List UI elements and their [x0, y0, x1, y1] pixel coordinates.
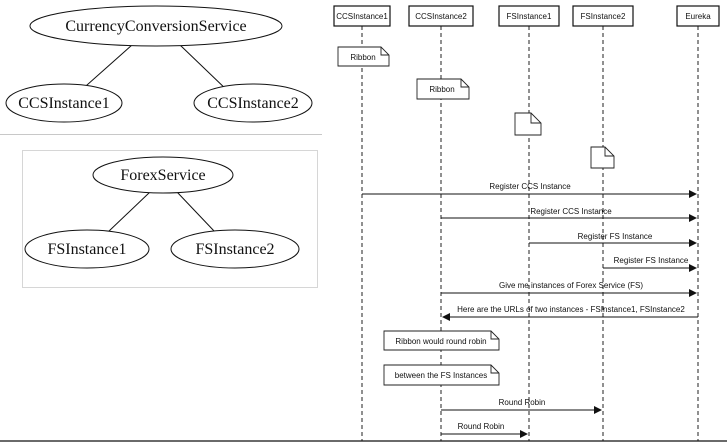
message: Register FS Instance	[529, 232, 697, 247]
note-text: Ribbon would round robin	[395, 337, 486, 346]
tree-root-node	[29, 5, 283, 47]
tree-root-label: ForexService	[120, 167, 205, 184]
note: Ribbon would round robin	[383, 330, 500, 351]
section-divider	[0, 134, 322, 135]
participant-label: CCSInstance1	[336, 12, 388, 21]
currency-tree: CurrencyConversionService CCSInstance1 C…	[5, 5, 313, 123]
note: between the FS Instances	[383, 364, 500, 386]
tree-root-node	[92, 156, 234, 194]
participant-box	[572, 5, 634, 27]
message-label: Register CCS Instance	[489, 182, 571, 191]
messages: Register CCS Instance Register CCS Insta…	[362, 182, 698, 438]
tree-edge	[176, 191, 216, 233]
message-label: Register FS Instance	[578, 232, 653, 241]
note-text: Ribbon	[429, 85, 454, 94]
tree-child-node	[193, 83, 313, 123]
participants: CCSInstance1 CCSInstance2 FSInstance1 FS…	[333, 5, 720, 27]
message: Give me instances of Forex Service (FS)	[441, 281, 697, 297]
tree-child-label: FSInstance2	[195, 241, 274, 258]
tree-child-label: FSInstance1	[47, 241, 126, 258]
note	[514, 112, 542, 136]
tree-child-node	[24, 229, 150, 269]
note-text: Ribbon	[350, 53, 375, 62]
participant-box	[498, 5, 560, 27]
note-text: between the FS Instances	[395, 371, 488, 380]
forex-tree-frame	[22, 150, 318, 288]
message: Round Robin	[441, 422, 528, 438]
note: Ribbon	[416, 78, 470, 100]
tree-child-label: CCSInstance1	[18, 95, 110, 112]
message-label: Give me instances of Forex Service (FS)	[499, 281, 643, 290]
message: Round Robin	[441, 398, 602, 414]
message-label: Register FS Instance	[614, 256, 689, 265]
tree-child-node	[170, 229, 300, 269]
message: Here are the URLs of two instances - FSI…	[442, 305, 698, 321]
tree-edge	[107, 191, 151, 233]
message: Register CCS Instance	[362, 182, 697, 198]
message-label: Here are the URLs of two instances - FSI…	[457, 305, 685, 314]
note: Ribbon	[337, 46, 390, 67]
notes: Ribbon Ribbon Ribbon would round robin b…	[337, 46, 615, 386]
participant-box	[676, 5, 720, 27]
note	[590, 146, 615, 169]
tree-edge	[179, 44, 231, 94]
message: Register FS Instance	[603, 256, 697, 272]
message-label: Round Robin	[499, 398, 546, 407]
participant-label: FSInstance2	[581, 12, 626, 21]
participant-label: FSInstance1	[507, 12, 552, 21]
participant-box	[408, 5, 474, 27]
tree-child-node	[5, 83, 123, 123]
tree-child-label: CCSInstance2	[207, 95, 299, 112]
participant-box	[333, 5, 391, 27]
message: Register CCS Instance	[441, 207, 697, 222]
forex-tree: ForexService FSInstance1 FSInstance2	[24, 156, 300, 269]
tree-root-label: CurrencyConversionService	[65, 18, 246, 35]
participant-label: Eureka	[685, 12, 711, 21]
message-label: Register CCS Instance	[530, 207, 612, 216]
participant-label: CCSInstance2	[415, 12, 467, 21]
message-label: Round Robin	[458, 422, 505, 431]
